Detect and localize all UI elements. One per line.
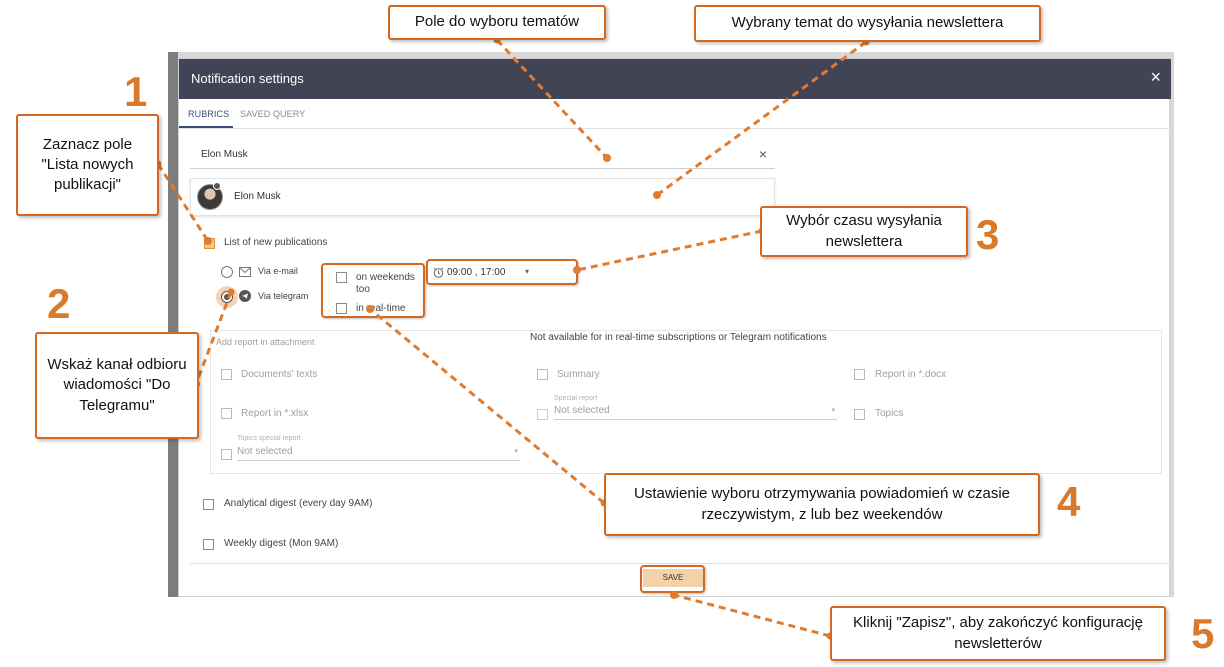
- callout-step2-text: Wskaż kanał odbioru wiadomości "Do Teleg…: [47, 356, 187, 414]
- step-number-5: 5: [1191, 610, 1215, 657]
- mail-icon: [239, 267, 251, 277]
- realtime-checkbox[interactable]: [336, 303, 347, 314]
- tab-rubrics[interactable]: RUBRICS: [188, 109, 230, 119]
- topics-special-checkbox[interactable]: [221, 449, 232, 460]
- chevron-down-icon: ▾: [831, 407, 835, 414]
- summary-label: Summary: [557, 369, 600, 380]
- chevron-down-icon: ▾: [514, 448, 518, 455]
- weekends-checkbox[interactable]: [336, 272, 347, 283]
- send-time-select[interactable]: 09:00 , 17:00 ▾: [429, 263, 575, 285]
- report-xlsx-label: Report in *.xlsx: [241, 408, 309, 419]
- tab-saved-query[interactable]: SAVED QUERY: [240, 109, 306, 119]
- callout-step1-text: Zaznacz pole "Lista nowych publikacji": [41, 135, 134, 194]
- active-tab-indicator: [179, 126, 233, 128]
- close-icon[interactable]: ×: [1150, 67, 1161, 87]
- callout-step1: Zaznacz pole "Lista nowych publikacji": [16, 114, 159, 216]
- documents-texts-checkbox[interactable]: [221, 369, 232, 380]
- modal-title: Notification settings: [191, 71, 304, 86]
- callout-step4: Ustawienie wyboru otrzymywania powiadomi…: [604, 473, 1040, 536]
- telegram-icon: [239, 290, 251, 302]
- summary-checkbox[interactable]: [537, 369, 548, 380]
- weekly-digest-checkbox[interactable]: [203, 539, 214, 550]
- save-button[interactable]: SAVE: [643, 569, 703, 587]
- tab-bar: RUBRICS SAVED QUERY: [179, 99, 1171, 129]
- alarm-clock-icon: [433, 267, 444, 278]
- analytical-digest-label: Analytical digest (every day 9AM): [224, 498, 373, 509]
- topic-search-input[interactable]: Elon Musk ×: [190, 143, 775, 169]
- report-docx-label: Report in *.docx: [875, 369, 947, 380]
- topics-special-select[interactable]: Not selected ▾: [237, 445, 520, 461]
- documents-texts-label: Documents' texts: [241, 369, 318, 380]
- avatar: [197, 184, 223, 210]
- special-report-select[interactable]: Not selected ▾: [554, 404, 837, 420]
- special-report-checkbox[interactable]: [537, 409, 548, 420]
- callout-step3: Wybór czasu wysyłania newslettera: [760, 206, 968, 257]
- callout-step4-text: Ustawienie wyboru otrzymywania powiadomi…: [634, 485, 1010, 523]
- list-new-publications-label: List of new publications: [224, 237, 328, 248]
- send-time-value: 09:00 , 17:00: [447, 267, 506, 278]
- callout-step2: Wskaż kanał odbioru wiadomości "Do Teleg…: [35, 332, 199, 439]
- clear-icon[interactable]: ×: [758, 146, 767, 162]
- callout-step3-text: Wybór czasu wysyłania newslettera: [786, 212, 942, 250]
- callout-topics-field: Pole do wyboru tematów: [388, 5, 606, 40]
- report-attachment-section: Add report in attachment Not available f…: [210, 330, 1162, 474]
- footer-divider: [190, 563, 1170, 564]
- selected-topic-name: Elon Musk: [234, 191, 281, 202]
- callout-selected-topic: Wybrany temat do wysyłania newslettera: [694, 5, 1041, 42]
- callout-step5: Kliknij "Zapisz", aby zakończyć konfigur…: [830, 606, 1166, 661]
- verified-badge-icon: [213, 182, 221, 190]
- callout-selected-topic-text: Wybrany temat do wysyłania newslettera: [731, 14, 1004, 32]
- topics-special-value: Not selected: [237, 446, 293, 457]
- topic-search-value: Elon Musk: [201, 149, 248, 160]
- step-number-1: 1: [124, 68, 148, 115]
- report-notice: Not available for in real-time subscript…: [530, 332, 827, 343]
- background-sidebar: [168, 52, 178, 597]
- topics-checkbox[interactable]: [854, 409, 865, 420]
- analytical-digest-checkbox[interactable]: [203, 499, 214, 510]
- step-number-3: 3: [976, 211, 1000, 258]
- via-email-label: Via e-mail: [258, 266, 298, 276]
- report-xlsx-checkbox[interactable]: [221, 408, 232, 419]
- callout-step5-text: Kliknij "Zapisz", aby zakończyć konfigur…: [853, 614, 1143, 652]
- weekly-digest-label: Weekly digest (Mon 9AM): [224, 538, 339, 549]
- special-report-value: Not selected: [554, 405, 610, 416]
- options-highlight: [321, 263, 425, 318]
- modal-header: Notification settings ×: [179, 59, 1171, 99]
- step-number-2: 2: [47, 280, 71, 327]
- report-docx-checkbox[interactable]: [854, 369, 865, 380]
- weekends-label: on weekends too: [356, 272, 415, 295]
- callout-topics-field-text: Pole do wyboru tematów: [414, 13, 580, 31]
- special-report-caption: Special report: [554, 395, 598, 402]
- realtime-label: in real-time: [356, 303, 406, 314]
- report-heading: Add report in attachment: [216, 337, 315, 347]
- topics-special-caption: Topics special report: [237, 435, 301, 442]
- step-number-4: 4: [1057, 478, 1081, 525]
- selected-topic-card[interactable]: Elon Musk: [190, 178, 775, 216]
- via-email-radio[interactable]: [221, 266, 233, 278]
- chevron-down-icon: ▾: [525, 267, 530, 276]
- via-telegram-label: Via telegram: [258, 291, 309, 301]
- topics-label: Topics: [875, 408, 904, 419]
